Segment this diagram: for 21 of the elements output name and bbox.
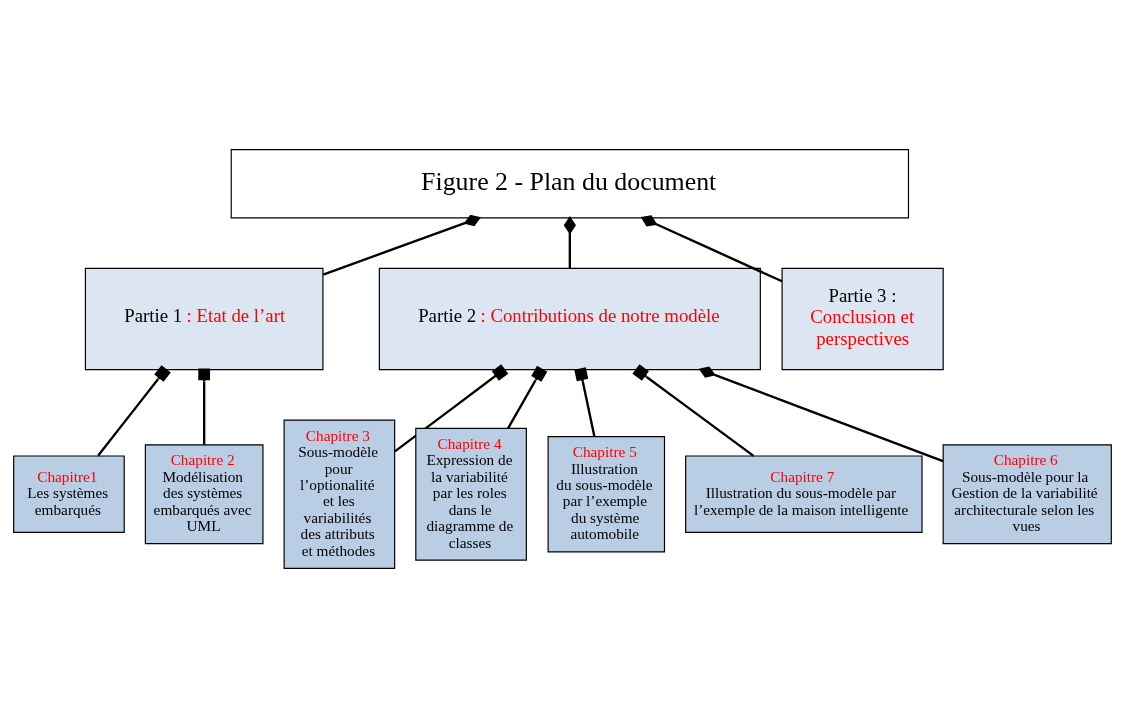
connector (574, 366, 596, 437)
connector (563, 215, 576, 268)
node-box: Figure 2 - Plan du document (230, 148, 910, 218)
node-box: Partie 2 : Contributions de notre modèle (378, 267, 761, 370)
connector (322, 214, 481, 276)
node-box: Partie 1 : Etat de l’art (84, 267, 324, 370)
node-box: Chapitre 7 Illustration du sous-modèle par l’exemple de la maison intelligente (685, 454, 923, 533)
node-box: Chapitre 2 Modélisation des systèmes embarqués avec UML (144, 443, 264, 544)
node-box: Chapitre 6 Sous-modèle pour la Gestion de la variabilité architecturale selon les vues (942, 443, 1112, 544)
connector (640, 214, 783, 282)
connector (198, 368, 211, 445)
connector (507, 365, 548, 429)
node-box: Chapitre 5 Illustration du sous-modèle par l’exemple du système automobile (547, 435, 666, 552)
connector (97, 364, 171, 456)
node-box: Partie 3 : Conclusion et perspectives (781, 267, 944, 370)
node-box: Chapitre 4 Expression de la variabilité par les roles dans le diagramme de classes (415, 427, 527, 561)
connector (632, 363, 755, 457)
node-box: Chapitre 3 Sous-modèle pour l’optionalité et les variabilités des attributs et méthodes (283, 419, 396, 569)
connector (394, 363, 509, 452)
connector (698, 365, 944, 462)
node-box: Chapitre1 Les systèmes embarqués (13, 454, 125, 533)
